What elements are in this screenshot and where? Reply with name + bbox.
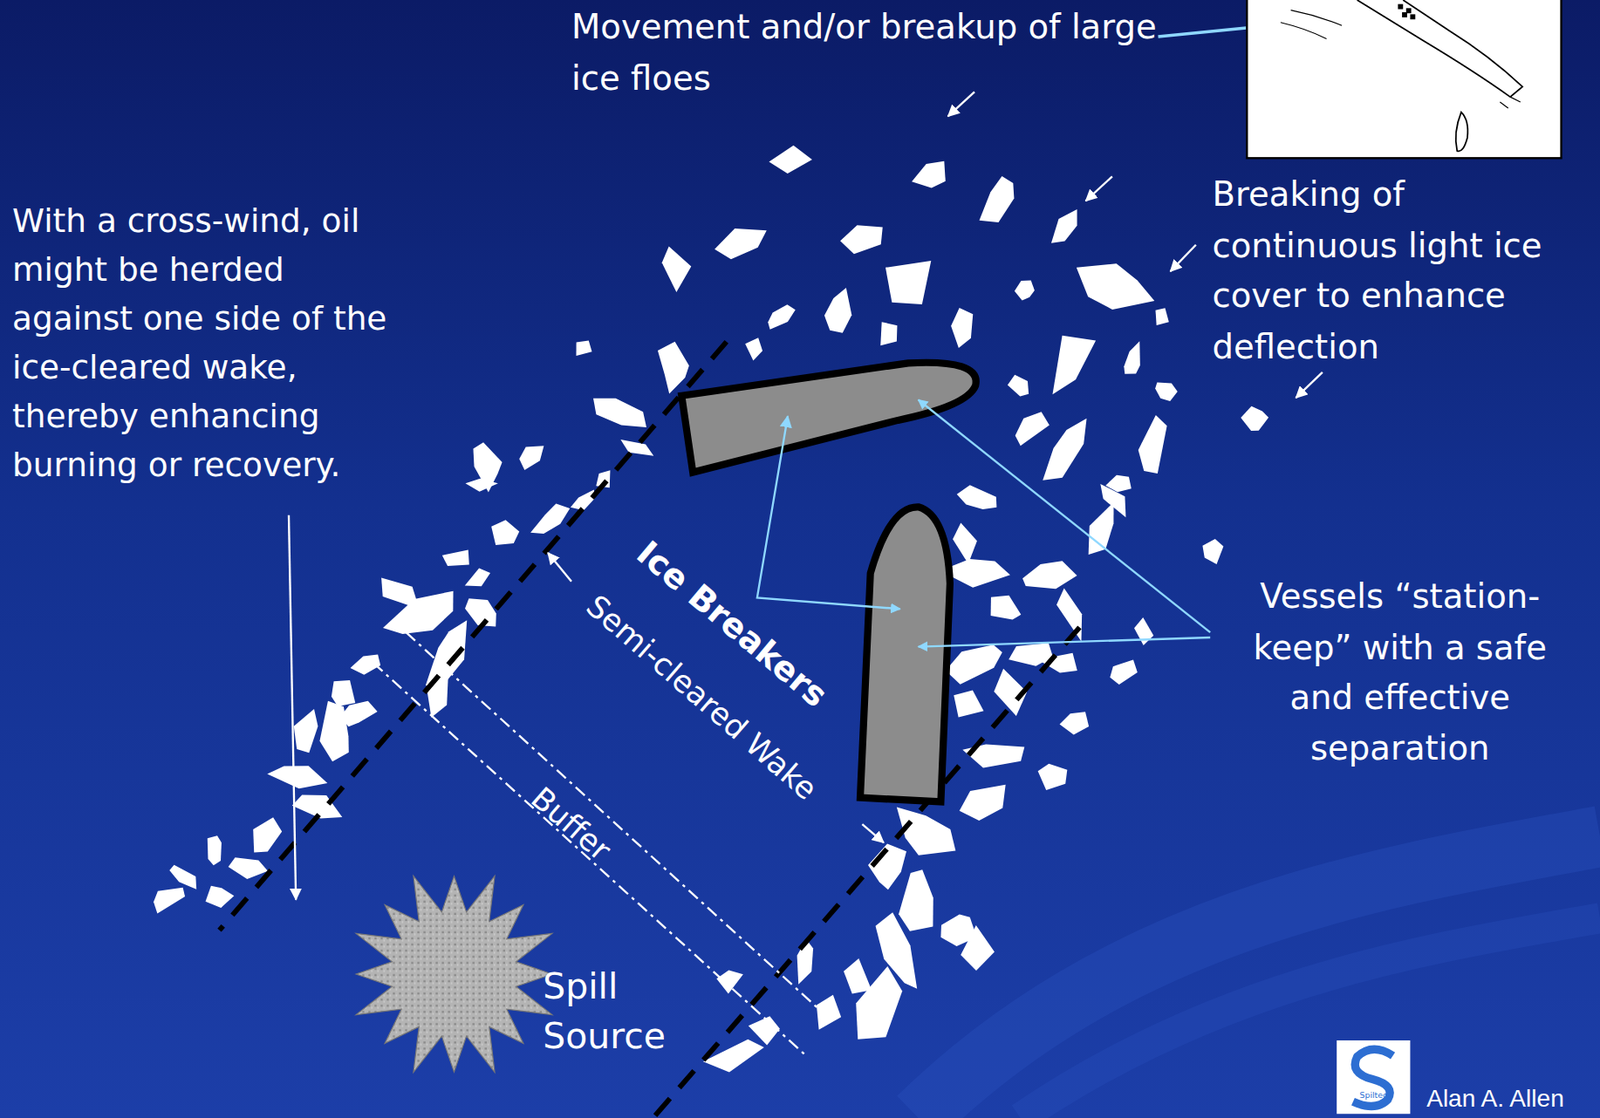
ice-floe: [957, 485, 998, 510]
ice-floe: [1155, 307, 1170, 326]
ice-floe: [1014, 280, 1035, 301]
ice-floe: [840, 225, 883, 254]
ice-floe: [575, 341, 592, 356]
ice-floe: [464, 568, 491, 588]
ice-floe: [960, 925, 995, 971]
ice-floe: [1155, 382, 1178, 402]
ice-floe: [1123, 341, 1140, 374]
ice-floe: [952, 522, 978, 564]
ice-floe: [530, 503, 570, 534]
ice-floe: [767, 304, 795, 329]
ice-floe: [570, 490, 595, 512]
ice-floe: [1202, 539, 1224, 565]
ice-floe: [816, 995, 842, 1031]
note-text: Vessels “station-keep” with a safe and e…: [1216, 571, 1584, 774]
ice-floe: [331, 680, 356, 707]
inset-sketch: [1246, 0, 1561, 158]
ice-floe: [228, 857, 268, 880]
ice-floe: [880, 321, 897, 346]
ice-floe: [252, 817, 282, 853]
ice-floe: [945, 644, 1003, 685]
logo: [1336, 1040, 1410, 1115]
ice-floe: [898, 869, 934, 931]
author-credit: Alan A. Allen: [1426, 1084, 1600, 1115]
buffer-label: Buffer: [524, 779, 619, 869]
ice-floe: [1051, 209, 1078, 244]
ice-floe: [464, 598, 497, 627]
ice-floe: [843, 958, 872, 994]
ice-floe: [768, 145, 812, 174]
swoosh: [918, 836, 1600, 1118]
note-text: Movement and/or breakup of large ice flo…: [571, 1, 1163, 103]
ice-floe: [266, 765, 328, 789]
ice-floe: [169, 865, 197, 890]
ice-floes: [153, 145, 1269, 1074]
ice-floe: [1022, 560, 1077, 589]
ice-floe: [950, 307, 973, 349]
ice-floe: [824, 287, 852, 334]
ice-floe: [885, 260, 931, 305]
ice-floe: [426, 664, 448, 718]
ice-floe: [1056, 588, 1082, 642]
logo-text: Spiltec: [1339, 1089, 1409, 1102]
ice-floe: [748, 1016, 780, 1046]
ice-floe: [205, 886, 235, 909]
note-text: Breaking of continuous light ice cover t…: [1212, 169, 1596, 372]
ice-floe: [593, 398, 647, 428]
ice-floe: [657, 341, 690, 395]
ice-floe: [319, 701, 349, 763]
ice-floe: [1007, 375, 1029, 397]
ice-floe: [1059, 711, 1090, 735]
ice-breaker: [860, 506, 951, 802]
ice-floe: [382, 591, 454, 635]
ice-floe: [153, 888, 185, 915]
ice-floe: [1088, 502, 1115, 555]
ice-floe: [464, 478, 498, 493]
ice-floe: [703, 1039, 765, 1074]
spill-starburst: [355, 876, 553, 1074]
ice-floe: [1052, 335, 1096, 395]
ice-floe: [1138, 415, 1168, 474]
ice-floe: [979, 176, 1015, 223]
ice-floe: [959, 785, 1006, 821]
ice-floe: [1109, 659, 1137, 685]
ice-floe: [1042, 418, 1087, 481]
ice-floe: [294, 709, 319, 753]
ice-floe: [716, 970, 744, 995]
ice-floe: [1038, 764, 1068, 791]
ice-floe: [714, 228, 767, 260]
ice-floe: [1240, 406, 1269, 431]
ice-floe: [1015, 411, 1050, 446]
ice-breaker: [681, 362, 976, 473]
leader-lines: [757, 24, 1282, 647]
ice-floe: [745, 337, 763, 361]
note-text: With a cross-wind, oil might be herded a…: [12, 196, 405, 491]
ice-floe: [442, 549, 470, 567]
ice-floe: [620, 439, 654, 457]
ice-floe: [953, 690, 984, 718]
ice-floe: [1134, 617, 1154, 646]
ice-floe: [911, 161, 946, 189]
swoosh: [1020, 918, 1600, 1118]
ice-floe: [1076, 263, 1155, 310]
ice-floe: [207, 835, 222, 866]
vessel-label: Ice Breakers: [629, 533, 836, 716]
ice-floe: [991, 595, 1022, 621]
ice-floe: [1105, 475, 1131, 493]
leader-lines: [288, 91, 1323, 900]
ice-floe: [519, 445, 544, 471]
ice-floe: [491, 519, 520, 546]
ice-floe: [662, 246, 692, 293]
ice-floe: [855, 966, 903, 1040]
ice-floe: [340, 701, 378, 728]
spill-label: Spill Source: [542, 962, 696, 1063]
